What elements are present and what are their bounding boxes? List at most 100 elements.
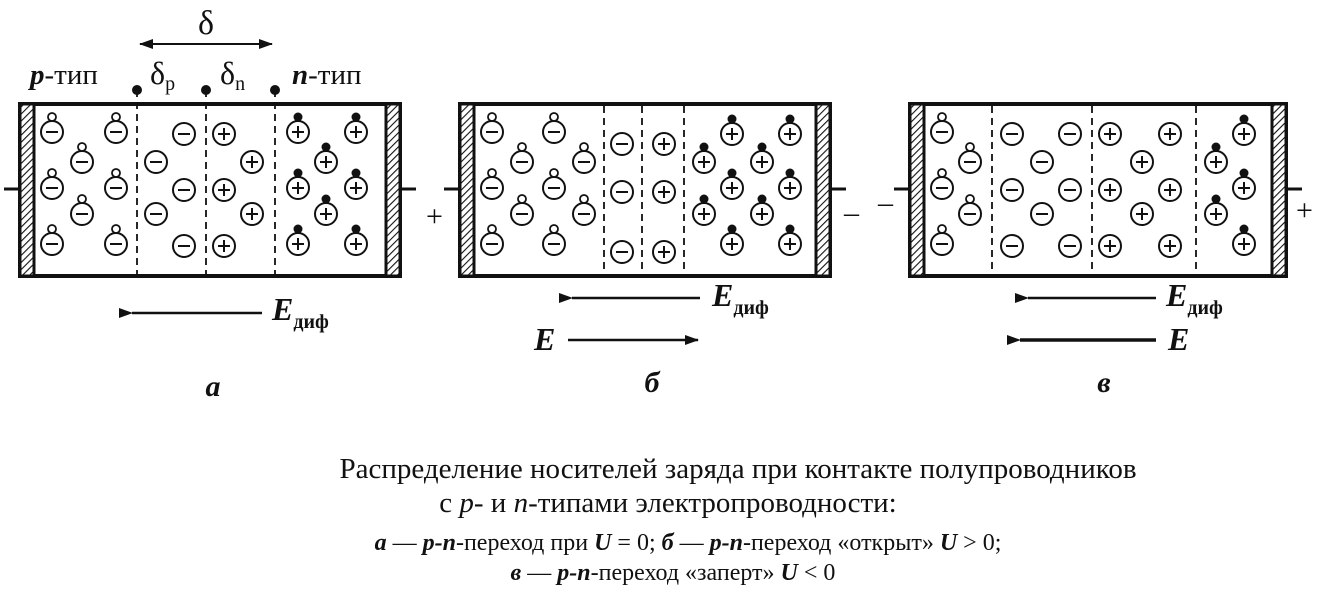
panel-a-body: [18, 102, 402, 278]
panel-v-ions: [930, 112, 1256, 258]
acceptor-ion: [144, 202, 168, 226]
acceptor-ion: [480, 224, 504, 256]
hole-carrier: [487, 168, 497, 178]
hole-carrier: [937, 112, 947, 122]
acceptor-ion: [930, 168, 954, 200]
acceptor-ion: [610, 240, 634, 264]
boundary-dot: [132, 85, 142, 95]
donor-ion: [720, 224, 744, 256]
donor-ion: [750, 142, 774, 174]
electron-carrier: [293, 168, 303, 178]
acceptor-ion: [510, 194, 534, 226]
acceptor-ion: [1000, 234, 1024, 258]
boundary-dot: [201, 85, 211, 95]
donor-ion: [1098, 178, 1122, 202]
panel-b-left-terminal: +: [426, 200, 443, 233]
acceptor-ion: [172, 234, 196, 258]
acceptor-ion: [40, 112, 64, 144]
donor-ion: [1232, 168, 1256, 200]
donor-ion: [344, 168, 368, 200]
donor-ion: [344, 224, 368, 256]
electron-carrier: [351, 224, 361, 234]
donor-ion: [1232, 224, 1256, 256]
panel-a-letter: а: [206, 370, 221, 403]
panel-a-left-electrode: [18, 102, 36, 278]
panel-a: δ δp δn p-тип n-тип Eдиф а: [4, 5, 416, 403]
acceptor-ion: [1058, 234, 1082, 258]
acceptor-ion: [1000, 178, 1024, 202]
acceptor-ion: [40, 168, 64, 200]
donor-ion: [778, 168, 802, 200]
acceptor-ion: [930, 224, 954, 256]
donor-ion: [286, 168, 310, 200]
panel-b-right-electrode: [814, 102, 832, 278]
panel-v-left-terminal: –: [877, 186, 894, 219]
acceptor-ion: [510, 142, 534, 174]
donor-ion: [212, 234, 236, 258]
acceptor-ion: [572, 142, 596, 174]
electron-carrier: [1239, 168, 1249, 178]
acceptor-ion: [1058, 178, 1082, 202]
delta-label: δ: [198, 5, 214, 42]
donor-ion: [778, 224, 802, 256]
acceptor-ion: [40, 224, 64, 256]
hole-carrier: [77, 194, 87, 204]
hole-carrier: [549, 224, 559, 234]
acceptor-ion: [572, 194, 596, 226]
electron-carrier: [293, 112, 303, 122]
donor-ion: [720, 114, 744, 146]
donor-ion: [314, 142, 338, 174]
electron-carrier: [785, 168, 795, 178]
acceptor-ion: [480, 168, 504, 200]
panel-b-left-electrode: [458, 102, 476, 278]
hole-carrier: [965, 194, 975, 204]
hole-carrier: [47, 168, 57, 178]
donor-ion: [1130, 202, 1154, 226]
delta-p-label: δp: [150, 55, 175, 95]
donor-ion: [240, 202, 264, 226]
hole-carrier: [111, 224, 121, 234]
acceptor-ion: [1030, 202, 1054, 226]
donor-ion: [1098, 122, 1122, 146]
hole-carrier: [549, 112, 559, 122]
acceptor-ion: [542, 168, 566, 200]
donor-ion: [286, 224, 310, 256]
donor-ion: [778, 114, 802, 146]
panel-b-letter: б: [645, 366, 661, 399]
donor-ion: [344, 112, 368, 144]
acceptor-ion: [610, 132, 634, 156]
acceptor-ion: [104, 224, 128, 256]
boundary-dot: [270, 85, 280, 95]
donor-ion: [652, 180, 676, 204]
p-type-label: p-тип: [27, 59, 98, 91]
acceptor-ion: [104, 168, 128, 200]
hole-carrier: [579, 142, 589, 152]
acceptor-ion: [70, 142, 94, 174]
donor-ion: [286, 112, 310, 144]
donor-ion: [652, 240, 676, 264]
panel-v-right-electrode: [1270, 102, 1288, 278]
donor-ion: [1098, 234, 1122, 258]
panel-v-letter: в: [1097, 366, 1110, 399]
acceptor-ion: [542, 112, 566, 144]
hole-carrier: [47, 112, 57, 122]
acceptor-ion: [610, 180, 634, 204]
caption-title-line1: Распределение носителей заряда при конта…: [339, 453, 1137, 485]
donor-ion: [212, 122, 236, 146]
hole-carrier: [937, 168, 947, 178]
acceptor-ion: [144, 150, 168, 174]
figure-caption-title: Распределение носителей заряда при конта…: [0, 452, 1326, 520]
hole-carrier: [111, 112, 121, 122]
acceptor-ion: [958, 194, 982, 226]
electron-carrier: [351, 168, 361, 178]
donor-ion: [1130, 150, 1154, 174]
electron-carrier: [293, 224, 303, 234]
electron-carrier: [699, 142, 709, 152]
panel-v-right-terminal: +: [1296, 194, 1313, 227]
donor-ion: [314, 194, 338, 226]
electron-carrier: [1211, 194, 1221, 204]
acceptor-ion: [70, 194, 94, 226]
donor-ion: [212, 178, 236, 202]
electron-carrier: [321, 142, 331, 152]
electron-carrier: [1239, 114, 1249, 124]
